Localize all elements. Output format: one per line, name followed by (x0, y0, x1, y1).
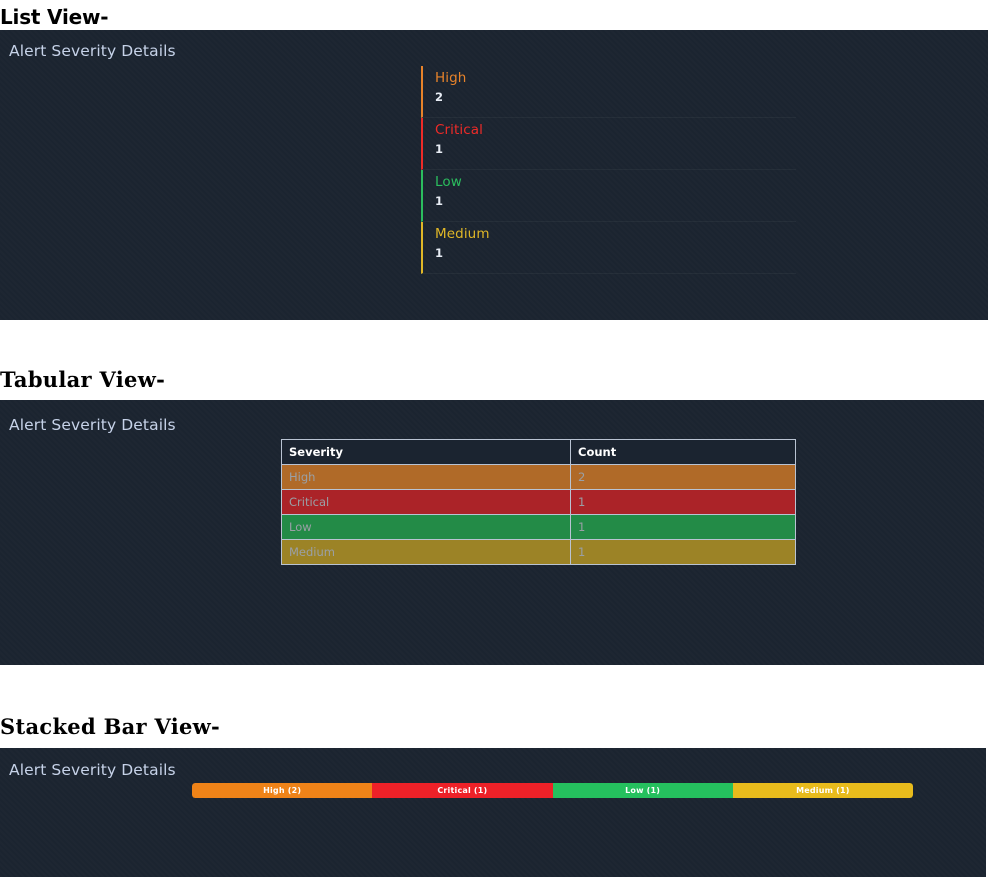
table-row[interactable]: High 2 (281, 464, 796, 490)
list-view-panel: Alert Severity Details (0, 30, 988, 320)
table-cell-severity: High (281, 464, 571, 490)
list-item-label: High (435, 70, 467, 86)
table-header-severity[interactable]: Severity (281, 439, 571, 465)
list-item-label: Critical (435, 122, 484, 138)
list-item-count: 1 (435, 246, 444, 260)
table-header-row: Severity Count (281, 439, 796, 465)
table-cell-count: 1 (570, 489, 796, 515)
table-cell-severity: Low (281, 514, 571, 540)
table-cell-severity: Medium (281, 539, 571, 565)
list-item-label: Low (435, 174, 462, 190)
table-row[interactable]: Critical 1 (281, 489, 796, 515)
table-header-count[interactable]: Count (570, 439, 796, 465)
table-cell-count: 1 (570, 539, 796, 565)
stacked-bar-segment[interactable]: Medium (1) (732, 783, 913, 798)
section-title-tabular-view: Tabular View- (0, 367, 166, 392)
severity-table: Severity Count High 2 Critical 1 Low 1 M… (281, 439, 796, 565)
list-item[interactable]: High 2 (421, 66, 796, 118)
table-row[interactable]: Low 1 (281, 514, 796, 540)
table-cell-count: 1 (570, 514, 796, 540)
table-row[interactable]: Medium 1 (281, 539, 796, 565)
stacked-bar-view-panel: Alert Severity Details (0, 748, 986, 877)
list-item-count: 2 (435, 90, 444, 104)
list-item[interactable]: Medium 1 (421, 222, 796, 274)
list-item[interactable]: Critical 1 (421, 118, 796, 170)
list-item-label: Medium (435, 226, 490, 242)
table-cell-count: 2 (570, 464, 796, 490)
section-title-list-view: List View- (0, 5, 109, 29)
list-item-count: 1 (435, 194, 444, 208)
list-item[interactable]: Low 1 (421, 170, 796, 222)
severity-list: High 2 Critical 1 Low 1 Medium 1 (421, 66, 796, 274)
list-view-panel-title: Alert Severity Details (9, 42, 176, 60)
stacked-bar-segment[interactable]: Low (1) (552, 783, 733, 798)
list-item-count: 1 (435, 142, 444, 156)
tabular-view-panel-title: Alert Severity Details (9, 416, 176, 434)
stacked-bar-view-panel-title: Alert Severity Details (9, 761, 176, 779)
table-cell-severity: Critical (281, 489, 571, 515)
stacked-bar-segment[interactable]: Critical (1) (372, 783, 553, 798)
severity-stacked-bar: High (2) Critical (1) Low (1) Medium (1) (192, 783, 913, 798)
stacked-bar-segment[interactable]: High (2) (192, 783, 373, 798)
section-title-stacked-bar-view: Stacked Bar View- (0, 714, 221, 739)
